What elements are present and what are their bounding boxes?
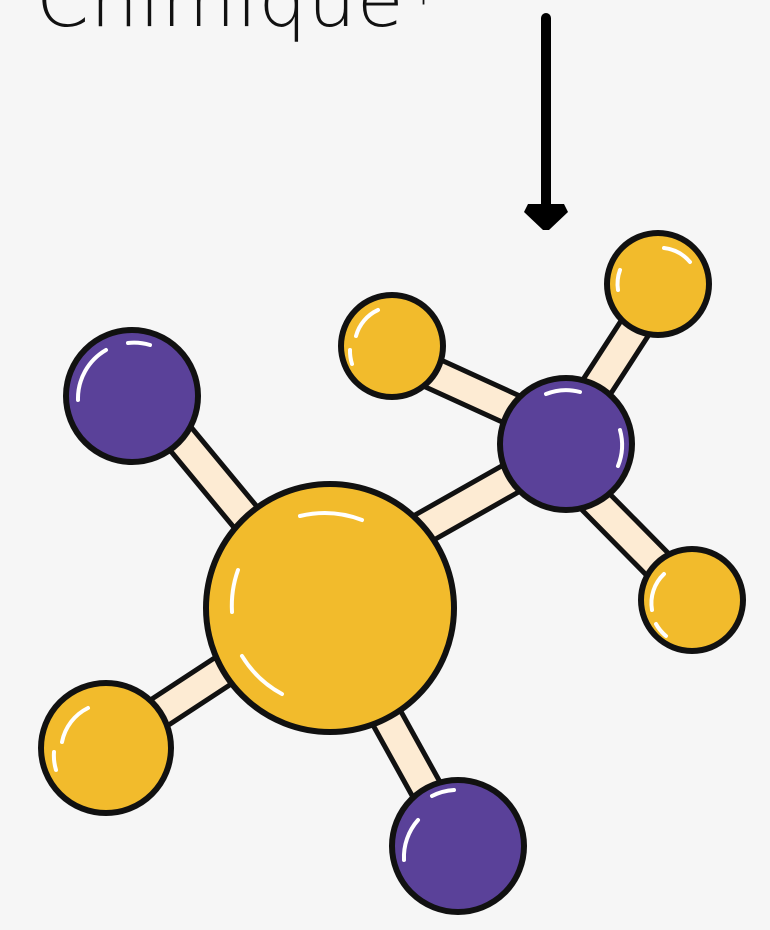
atom-purple-bottom <box>389 777 527 915</box>
bonds <box>127 302 688 823</box>
atom-purple-right <box>497 375 635 513</box>
atom-purple-topleft <box>63 327 201 465</box>
atom-gold-smallleft <box>338 292 446 400</box>
atoms <box>38 230 746 915</box>
atom-gold-center <box>203 481 457 735</box>
bond-right-topleft <box>412 354 540 432</box>
page-title: Chimique* <box>36 0 444 38</box>
atom-gold-topright <box>604 230 712 338</box>
atom-gold-bottomright <box>638 546 746 654</box>
atom-gold-bottomleft <box>38 680 174 816</box>
arrow-down-icon <box>524 13 568 230</box>
